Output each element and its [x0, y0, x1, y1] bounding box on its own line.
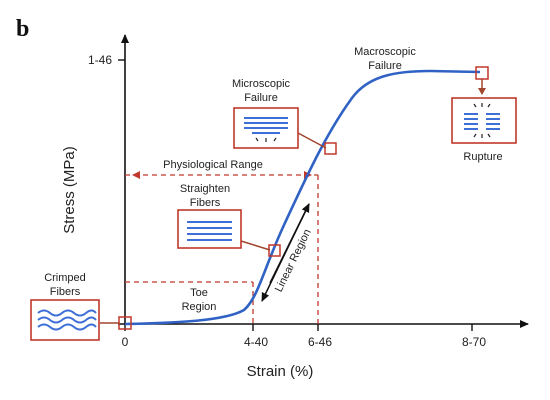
microscopic-label-line2: Failure	[244, 92, 278, 104]
ruptured-fibers-icon	[464, 113, 500, 130]
guide-lines	[125, 174, 319, 324]
physiological-range-label: Physiological Range	[163, 159, 263, 171]
macroscopic-label-line2: Failure	[368, 60, 402, 72]
physiological-arrow-left	[132, 171, 140, 179]
crimped-label-line1: Crimped	[44, 272, 86, 284]
partially-torn-fibers-icon	[244, 117, 288, 134]
x-tick-label-3: 8-70	[462, 335, 486, 349]
linear-region-arrow-down	[261, 203, 310, 302]
crimped-label-line2: Fibers	[50, 286, 81, 298]
straighten-leader	[240, 240, 271, 251]
y-tick-label: 1-46	[88, 53, 112, 67]
toe-label-line2: Region	[182, 301, 217, 313]
x-tick-label-1: 4-40	[244, 335, 268, 349]
panel-letter: b	[16, 16, 29, 42]
straighten-label-line2: Fibers	[190, 197, 221, 209]
y-axis-title: Stress (MPa)	[61, 146, 78, 234]
x-axis-title: Strain (%)	[247, 363, 314, 380]
rupture-label: Rupture	[463, 151, 502, 163]
straighten-label-line1: Straighten	[180, 183, 230, 195]
wavy-fibers-icon	[37, 309, 97, 331]
x-tick-label-2: 6-46	[308, 335, 332, 349]
microscopic-marker	[324, 142, 337, 155]
microscopic-label-line1: Microscopic	[232, 78, 291, 90]
stress-strain-curve	[124, 69, 481, 326]
macroscopic-label-line1: Macroscopic	[354, 46, 416, 58]
straight-fibers-icon	[187, 221, 232, 241]
straighten-marker	[268, 244, 281, 257]
straighten-fibers-box	[177, 209, 242, 249]
crimped-fibers-box	[30, 299, 100, 341]
microscopic-leader	[297, 132, 327, 149]
rupture-box	[451, 97, 517, 144]
toe-label-line1: Toe	[190, 287, 208, 299]
microscopic-failure-box	[233, 107, 299, 149]
x-tick-label-0: 0	[122, 335, 129, 349]
